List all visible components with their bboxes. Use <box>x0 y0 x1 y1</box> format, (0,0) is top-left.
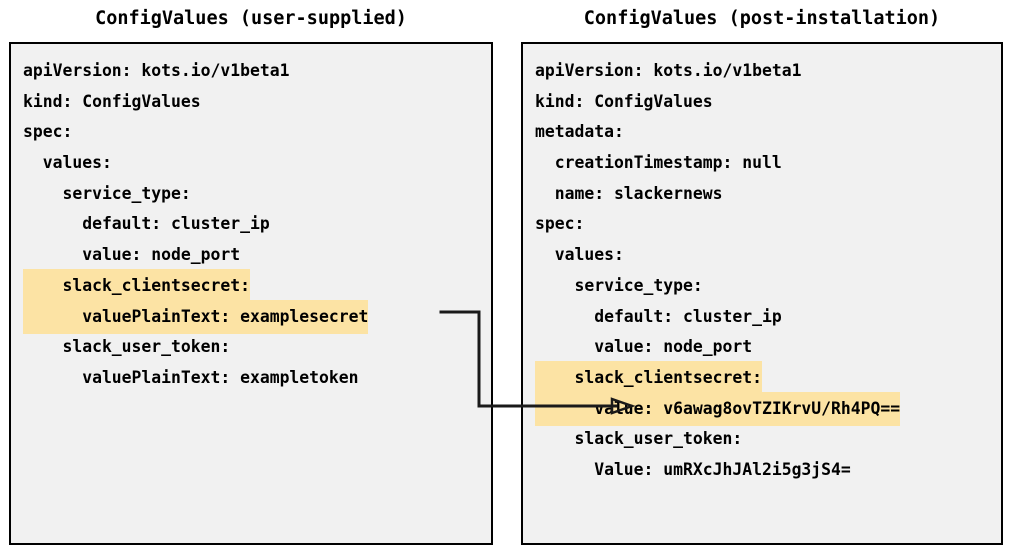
code-line-text: slack_user_token: <box>535 429 743 449</box>
code-line: values: <box>11 146 491 177</box>
code-line-text: creationTimestamp: null <box>535 153 782 173</box>
code-line: value: v6awag8ovTZIKrvU/Rh4PQ== <box>523 391 1001 427</box>
panel-title-post-installation: ConfigValues (post-installation) <box>583 8 941 29</box>
code-line: apiVersion: kots.io/v1beta1 <box>523 54 1001 85</box>
code-line: slack_clientsecret: <box>11 268 491 304</box>
code-line: slack_user_token: <box>523 422 1001 453</box>
code-line-text: spec: <box>23 122 73 142</box>
code-line: values: <box>523 238 1001 269</box>
code-line-text: values: <box>535 245 624 265</box>
code-line-text: service_type: <box>23 183 191 203</box>
configvalues-post-installation-panel: apiVersion: kots.io/v1beta1 kind: ConfigV… <box>521 42 1003 545</box>
code-line: Value: umRXcJhJAl2i5g3jS4= <box>523 453 1001 484</box>
code-line-text: value: node_port <box>535 337 753 357</box>
code-line: service_type: <box>11 177 491 208</box>
code-line: apiVersion: kots.io/v1beta1 <box>11 54 491 85</box>
code-line-text: apiVersion: kots.io/v1beta1 <box>535 61 802 80</box>
code-line-text: service_type: <box>535 275 703 295</box>
code-line-text: slack_user_token: <box>23 337 231 357</box>
code-line: kind: ConfigValues <box>11 85 491 116</box>
code-line-text: value: v6awag8ovTZIKrvU/Rh4PQ== <box>535 391 901 427</box>
code-block-post-installation: apiVersion: kots.io/v1beta1 kind: ConfigV… <box>523 44 1001 484</box>
code-line-text: slack_clientsecret: <box>535 360 762 396</box>
code-line-text: default: cluster_ip <box>535 306 782 326</box>
code-line-text: values: <box>23 153 112 173</box>
code-line: valuePlainText: examplesecret <box>11 299 491 335</box>
code-line-text: valuePlainText: examplesecret <box>23 299 369 335</box>
code-line-text: value: node_port <box>23 245 241 265</box>
code-line-text: metadata: <box>535 122 624 142</box>
panel-title-user-supplied: ConfigValues (user-supplied) <box>95 8 407 29</box>
code-line-text: valuePlainText: exampletoken <box>23 367 359 387</box>
code-line: valuePlainText: exampletoken <box>11 361 491 392</box>
code-line: value: node_port <box>523 330 1001 361</box>
configvalues-user-supplied-panel: apiVersion: kots.io/v1beta1 kind: ConfigV… <box>9 42 493 545</box>
code-line-text: spec: <box>535 214 585 234</box>
code-line-text: kind: ConfigValues <box>535 91 713 111</box>
code-line: service_type: <box>523 269 1001 300</box>
code-block-user-supplied: apiVersion: kots.io/v1beta1 kind: ConfigV… <box>11 44 491 392</box>
code-line: default: cluster_ip <box>11 207 491 238</box>
code-line-text: name: slackernews <box>535 183 723 203</box>
code-line: value: node_port <box>11 238 491 269</box>
code-line-text: kind: ConfigValues <box>23 91 201 111</box>
code-line: default: cluster_ip <box>523 300 1001 331</box>
code-line: slack_clientsecret: <box>523 360 1001 396</box>
code-line-text: slack_clientsecret: <box>23 268 250 304</box>
code-line: metadata: <box>523 115 1001 146</box>
code-line: spec: <box>523 207 1001 238</box>
code-line: spec: <box>11 115 491 146</box>
code-line: creationTimestamp: null <box>523 146 1001 177</box>
code-line-text: apiVersion: kots.io/v1beta1 <box>23 61 290 80</box>
code-line: slack_user_token: <box>11 330 491 361</box>
code-line: kind: ConfigValues <box>523 85 1001 116</box>
code-line: name: slackernews <box>523 177 1001 208</box>
code-line-text: Value: umRXcJhJAl2i5g3jS4= <box>535 459 851 479</box>
code-line-text: default: cluster_ip <box>23 214 270 234</box>
